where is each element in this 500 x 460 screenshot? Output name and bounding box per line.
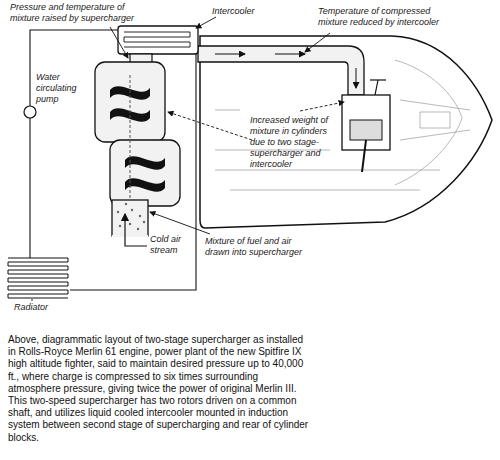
cylinder-label: Increased weight of mixture in cylinders…: [250, 115, 338, 170]
air-label: Cold air stream: [150, 234, 192, 256]
air-arrow: [125, 214, 147, 246]
induction-pipe: [198, 46, 364, 95]
radiator-label: Radiator: [14, 302, 74, 313]
engine-outline: [200, 36, 492, 228]
water-pipe: [30, 30, 196, 290]
flow-arrow: [215, 54, 356, 88]
supercharger: [95, 54, 180, 236]
intercooler: [118, 26, 198, 54]
intercooler-label: Intercooler: [212, 6, 282, 17]
leader-line: [32, 17, 344, 301]
mixture-label: Mixture of fuel and air drawn into super…: [205, 236, 305, 258]
cylinder: [342, 80, 390, 172]
caption-text: Above, diagrammatic layout of two-stage …: [8, 334, 313, 444]
engine-detail: [215, 60, 470, 190]
radiator-coil: [8, 258, 68, 298]
supercharger-label: Pressure and temperature of mixture rais…: [10, 2, 150, 24]
intercooler-label: Temperature of compressed mixture reduce…: [318, 6, 453, 28]
pump-symbol: [24, 106, 36, 118]
pump-label: Water circulating pump: [36, 72, 90, 105]
